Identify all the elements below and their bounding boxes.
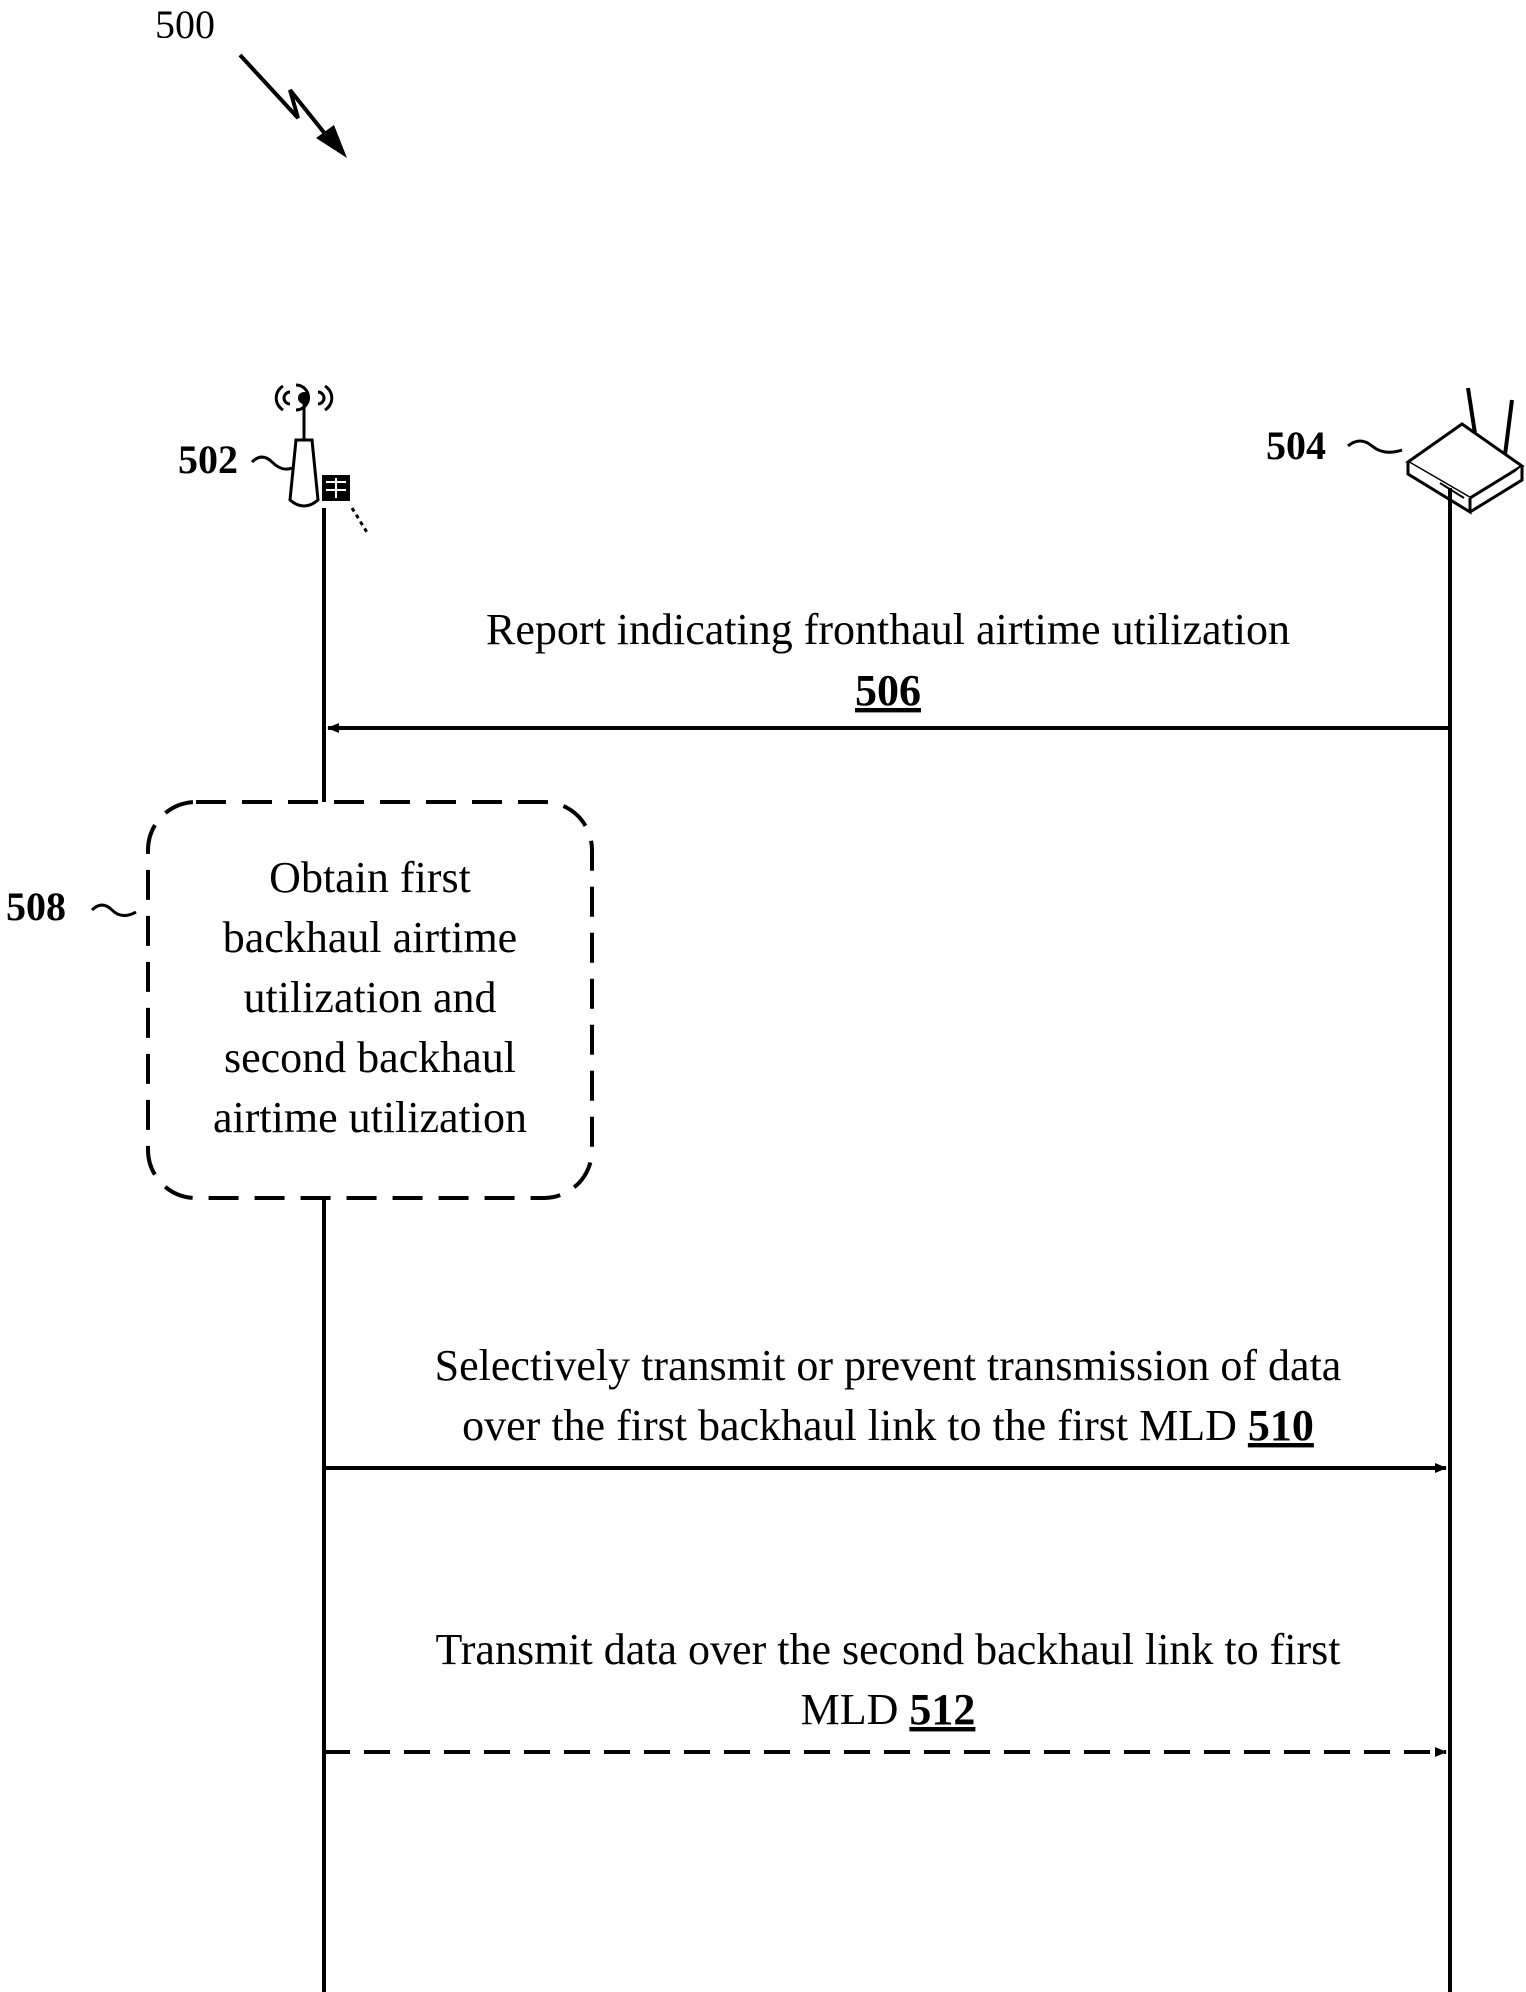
- left-device-ref: 502: [178, 437, 238, 482]
- message-510-line2: over the first backhaul link to the firs…: [462, 1401, 1314, 1450]
- process-box-line-2: backhaul airtime: [223, 913, 517, 962]
- figure-number: 500: [155, 2, 215, 47]
- process-box-line-3: utilization and: [244, 973, 497, 1022]
- process-box-line-4: second backhaul: [224, 1033, 516, 1082]
- message-510-ref: 510: [1248, 1401, 1314, 1450]
- message-506-ref: 506: [855, 666, 921, 715]
- process-box-line-1: Obtain first: [269, 853, 471, 902]
- router-icon: [1408, 388, 1522, 512]
- message-512-line2-text: MLD: [801, 1685, 910, 1734]
- message-512-line2: MLD 512: [801, 1685, 976, 1734]
- process-box-leader: [92, 905, 136, 916]
- message-506-text: Report indicating fronthaul airtime util…: [486, 605, 1290, 654]
- message-510-line1: Selectively transmit or prevent transmis…: [435, 1341, 1342, 1390]
- message-510-line2-text: over the first backhaul link to the firs…: [462, 1401, 1248, 1450]
- process-box-ref: 508: [6, 884, 66, 929]
- process-box-line-5: airtime utilization: [213, 1093, 527, 1142]
- left-device-leader: [252, 457, 292, 469]
- right-device-leader: [1348, 441, 1402, 452]
- figure-pointer-arrow: [240, 55, 347, 158]
- right-device-ref: 504: [1266, 423, 1326, 468]
- message-512-line1: Transmit data over the second backhaul l…: [435, 1625, 1340, 1674]
- message-512-ref: 512: [909, 1685, 975, 1734]
